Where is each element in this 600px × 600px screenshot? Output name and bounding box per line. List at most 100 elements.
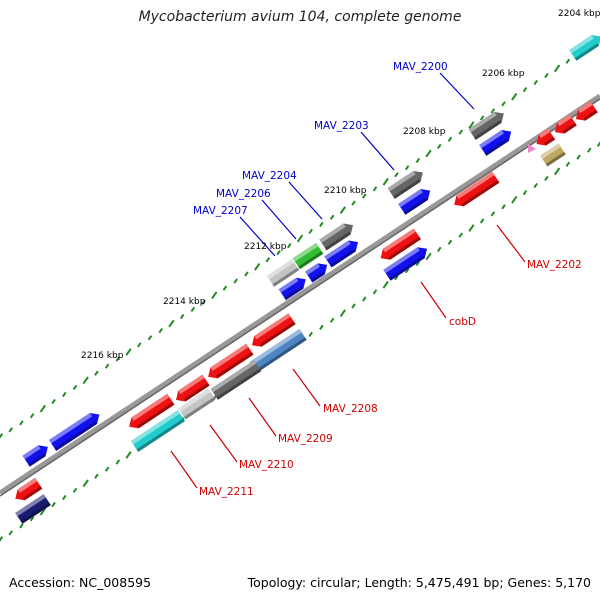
gene-red-bottom[interactable] <box>12 477 43 504</box>
gene-mav-2207-lightgray[interactable] <box>266 259 300 287</box>
tick-mark <box>0 433 4 441</box>
gene-pink-small[interactable] <box>528 144 536 153</box>
gene-cobd-blue[interactable] <box>383 243 430 281</box>
gene-olive[interactable] <box>540 143 566 167</box>
tick-mark <box>179 313 185 320</box>
gene-blue-2206[interactable] <box>305 260 331 283</box>
tick-mark <box>125 451 132 459</box>
tick-mark <box>587 147 592 153</box>
gene-label-mav-2211[interactable]: MAV_2211 <box>199 486 254 498</box>
gene-mav-2200-gray[interactable] <box>468 108 508 140</box>
gene-label-mav-2208[interactable]: MAV_2208 <box>323 403 378 415</box>
leader-mav-2203 <box>360 131 395 171</box>
gene-blue-left-long[interactable] <box>49 409 103 451</box>
gene-mav-2206-green[interactable] <box>292 242 324 270</box>
gene-blue-2200-shadow <box>484 138 509 156</box>
tick-mark <box>458 129 463 135</box>
tick-mark <box>222 285 228 291</box>
tick-mark <box>276 250 281 256</box>
gene-mav-2210-lightgray[interactable] <box>178 388 216 420</box>
gene-blue-left-short[interactable] <box>22 441 52 467</box>
gene-navy-bottom-body <box>15 494 51 524</box>
tick-mark <box>394 172 399 178</box>
gene-cobd-blue-body <box>383 247 428 281</box>
tick-mark <box>533 79 538 86</box>
tick-mark <box>72 487 78 493</box>
tick-mark <box>19 420 24 426</box>
gene-navy-bottom[interactable] <box>15 494 51 524</box>
gene-blue-2203[interactable] <box>398 185 434 215</box>
tick-mark <box>565 58 571 64</box>
tick-mark <box>211 291 218 300</box>
gene-blue-2204[interactable] <box>324 237 361 268</box>
gene-olive-shadow <box>545 151 566 167</box>
gene-label-mav-2207[interactable]: MAV_2207 <box>193 205 248 217</box>
gene-mav-2202[interactable] <box>451 171 500 210</box>
gene-label-mav-2206[interactable]: MAV_2206 <box>216 188 271 200</box>
gene-blue-2207[interactable] <box>278 274 310 301</box>
tick-mark <box>479 218 485 224</box>
genome-summary-text: Topology: circular; Length: 5,475,491 bp… <box>247 575 591 590</box>
gene-mav-2209-highlight <box>210 343 249 371</box>
gene-mav-2202-shadow <box>461 180 500 207</box>
gene-mav-2204-gray-shadow <box>324 231 351 251</box>
leader-mav-2202 <box>496 224 526 263</box>
gene-red-right-c[interactable] <box>572 101 598 125</box>
gene-cyan-top-shadow <box>574 43 599 61</box>
gene-mav-2206-green-body <box>292 242 324 270</box>
gene-mav-2210-lightgray-body <box>178 388 216 420</box>
gene-mav-2209-gray[interactable] <box>210 360 262 400</box>
gene-mav-2209[interactable] <box>205 343 254 382</box>
gene-label-mav-2202[interactable]: MAV_2202 <box>527 259 582 271</box>
gene-mav-2211-cyan[interactable] <box>131 410 185 452</box>
gene-red-right-c-highlight <box>578 101 593 114</box>
genome-backbone <box>0 93 600 496</box>
leader-mav-2200 <box>439 72 475 110</box>
gene-label-mav-2210[interactable]: MAV_2210 <box>239 459 294 471</box>
leader-cobd <box>420 281 447 319</box>
gene-mav-2204-gray-highlight <box>319 223 346 243</box>
tick-mark <box>372 186 378 192</box>
tick-mark <box>554 167 561 176</box>
gene-blue-2200[interactable] <box>479 126 515 156</box>
gene-mav-2207-lightgray-shadow <box>272 267 300 287</box>
gene-mav-2211[interactable] <box>126 393 175 432</box>
tick-mark <box>19 523 24 529</box>
tick-mark <box>82 479 89 488</box>
gene-label-mav-2203[interactable]: MAV_2203 <box>314 120 369 132</box>
tick-mark <box>544 175 549 182</box>
tick-mark <box>168 319 175 328</box>
gene-label-mav-2204[interactable]: MAV_2204 <box>242 170 297 182</box>
gene-label-cobd[interactable]: cobD <box>449 316 476 328</box>
gene-navy-bottom-shadow <box>20 502 51 524</box>
gene-cyan-top[interactable] <box>569 31 600 61</box>
gene-cobd-a[interactable] <box>377 228 421 263</box>
gene-labels: MAV_2200 MAV_2203 MAV_2204 MAV_2206 MAV_… <box>193 61 582 498</box>
tick-mark <box>82 376 89 385</box>
gene-mav-2210[interactable] <box>172 374 210 406</box>
gene-mav-2208[interactable] <box>248 313 296 350</box>
tick-mark <box>511 195 518 204</box>
gene-label-mav-2200[interactable]: MAV_2200 <box>393 61 448 73</box>
tick-mark <box>565 161 571 167</box>
gene-red-right-a[interactable] <box>551 114 577 138</box>
tick-mark <box>104 466 110 472</box>
gene-cobd-blue-shadow <box>388 255 425 281</box>
tick-mark <box>319 324 324 330</box>
gene-mav-2211-highlight <box>131 393 170 421</box>
gene-mav-2203-gray[interactable] <box>387 167 427 199</box>
leader-mav-2206 <box>261 199 297 240</box>
gene-mav-2206-green-highlight <box>292 242 319 262</box>
tick-mark <box>351 303 356 309</box>
tick-mark <box>339 309 346 317</box>
gene-label-mav-2209[interactable]: MAV_2209 <box>278 433 333 445</box>
tick-mark <box>437 143 442 149</box>
gene-mav-2208-steel[interactable] <box>249 329 307 373</box>
gene-red-right-b[interactable] <box>533 128 556 150</box>
gene-blue-2207-body <box>278 277 306 301</box>
gene-blue-2203-shadow <box>403 197 428 215</box>
gene-blue-left-long-shadow <box>54 421 98 451</box>
tick-mark <box>51 398 56 405</box>
gene-mav-2204-gray[interactable] <box>319 220 356 251</box>
gene-olive-highlight <box>540 143 561 159</box>
